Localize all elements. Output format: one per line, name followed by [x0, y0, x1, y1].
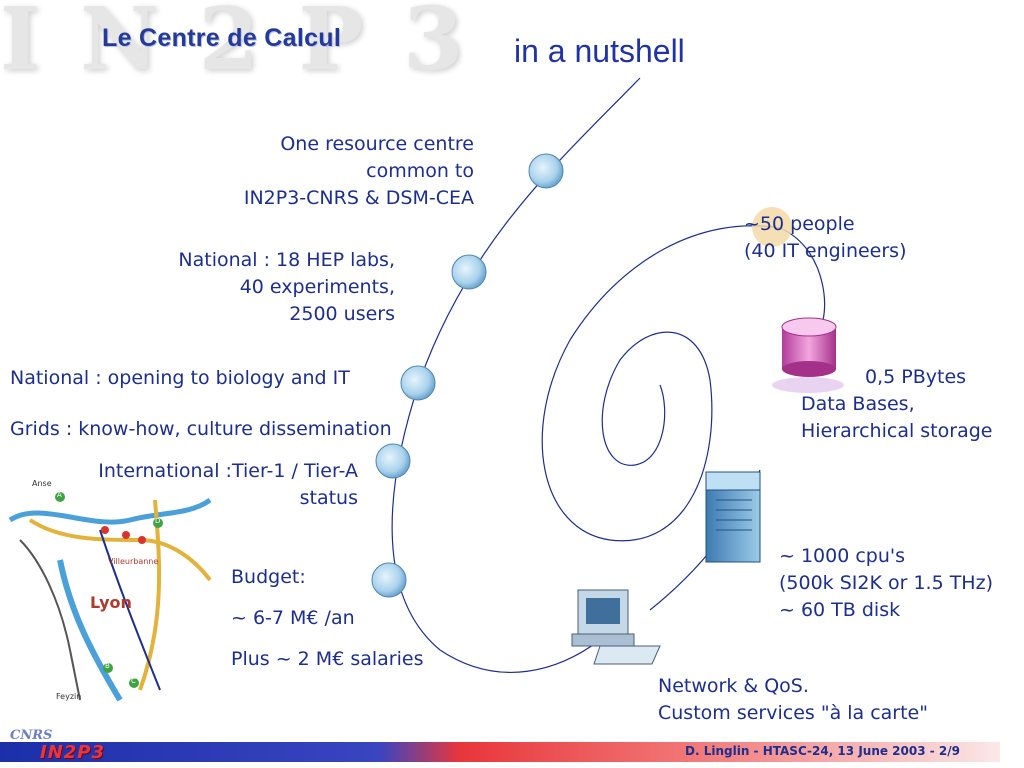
item-network-line-1: Network & QoS.: [658, 675, 809, 697]
item-national-labs: National : 18 HEP labs, 40 experiments, …: [178, 247, 395, 328]
slide-subtitle: in a nutshell: [514, 33, 685, 69]
item-people: ~50 people (40 IT engineers): [744, 211, 907, 265]
footer-credit: D. Linglin - HTASC-24, 13 June 2003 - 2/…: [685, 744, 960, 758]
item-cpu-line-1: ~ 1000 cpu's: [779, 545, 906, 567]
item-storage-line-1: 0,5 PBytes: [865, 366, 967, 388]
item-storage-line-3: Hierarchical storage: [801, 420, 993, 442]
map-town-villeurbanne: Villeurbanne: [108, 557, 159, 566]
item-international-line-1: International :Tier-1 / Tier-A: [98, 460, 358, 482]
item-resource-line-2: common to: [366, 160, 474, 182]
item-resource-centre: One resource centre common to IN2P3-CNRS…: [244, 131, 474, 212]
server-icon: [705, 471, 761, 563]
map-marker-a: A: [57, 491, 62, 499]
bubble-marker-3: [400, 365, 436, 401]
map-marker-c: C: [131, 677, 136, 685]
header-watermark: IN2P3: [0, 0, 504, 80]
timeline-arc: [391, 77, 641, 673]
item-storage-line-2: Data Bases,: [801, 393, 915, 415]
item-cpu: ~ 1000 cpu's (500k SI2K or 1.5 THz) ~ 60…: [779, 543, 993, 624]
item-national-line-2: 40 experiments,: [239, 276, 395, 298]
map-town-anse: Anse: [32, 479, 52, 488]
map-marker-b: B: [105, 662, 110, 670]
item-resource-line-1: One resource centre: [280, 133, 474, 155]
item-grids: Grids : know-how, culture dissemination: [10, 418, 392, 440]
item-budget: Budget: ~ 6-7 M€ /an Plus ~ 2 M€ salarie…: [231, 557, 423, 680]
database-icon: [772, 317, 844, 393]
lyon-map: [0, 478, 220, 708]
footer-bar: [0, 742, 1000, 762]
item-storage: 0,5 PBytes Data Bases, Hierarchical stor…: [801, 364, 992, 445]
computer-icon: [571, 589, 661, 665]
people-bubble: [752, 207, 792, 247]
cnrs-logo: CNRS: [10, 728, 53, 743]
item-cpu-line-3: ~ 60 TB disk: [779, 599, 901, 621]
item-national-line-3: 2500 users: [289, 303, 395, 325]
centre-title: Le Centre de Calcul: [102, 24, 342, 52]
item-cpu-line-2: (500k SI2K or 1.5 THz): [779, 572, 993, 594]
item-budget-line-3: Plus ~ 2 M€ salaries: [231, 648, 424, 670]
item-network: Network & QoS. Custom services "à la car…: [658, 673, 928, 727]
item-biology: National : opening to biology and IT: [10, 367, 350, 389]
item-international-line-2: status: [299, 487, 358, 509]
item-national-line-1: National : 18 HEP labs,: [178, 249, 395, 271]
bubble-marker-1: [528, 153, 564, 189]
map-town-feyzin: Feyzin: [56, 692, 82, 701]
bubble-marker-5: [371, 562, 407, 598]
item-budget-line-1: Budget:: [231, 566, 306, 588]
map-marker-d: D: [155, 517, 161, 525]
bubble-marker-4: [375, 443, 411, 479]
item-people-line-1: ~50 people: [744, 213, 855, 235]
item-budget-line-2: ~ 6-7 M€ /an: [231, 607, 355, 629]
item-network-line-2: Custom services "à la carte": [658, 702, 928, 724]
bubble-marker-2: [451, 254, 487, 290]
item-international: International :Tier-1 / Tier-A status: [98, 458, 358, 512]
item-resource-line-3: IN2P3-CNRS & DSM-CEA: [243, 187, 474, 209]
item-people-line-2: (40 IT engineers): [744, 240, 907, 262]
map-city-label: Lyon: [90, 593, 132, 612]
in2p3-logo: IN2P3: [40, 742, 106, 763]
